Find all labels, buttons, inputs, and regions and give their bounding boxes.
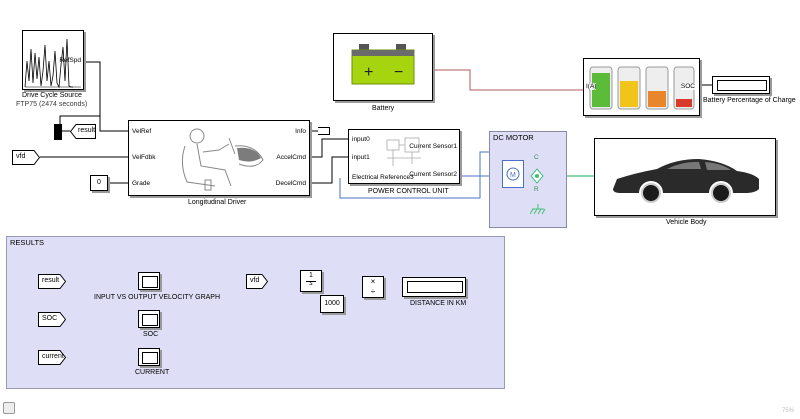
driver-seat-icon — [181, 128, 264, 191]
svg-text:M: M — [510, 172, 516, 179]
info-terminator[interactable] — [318, 127, 330, 135]
integrator-block[interactable]: 1 s — [300, 270, 322, 292]
dc-motor-area[interactable]: DC MOTOR M C R — [489, 131, 567, 228]
from-current-tag[interactable]: current — [38, 350, 66, 365]
battery-icon: + − — [351, 44, 415, 85]
pcu-port-current-sensor2: Current Sensor2 — [409, 171, 457, 178]
battery-minus: − — [394, 64, 403, 81]
driver-port-accelcmd: AccelCmd — [276, 154, 306, 161]
battery-percentage-display[interactable] — [712, 76, 770, 94]
battery-title: Battery — [372, 105, 395, 112]
from-shape-icon — [38, 312, 66, 327]
simulink-status-icon[interactable] — [3, 402, 15, 414]
pcu-port-current-sensor1: Current Sensor1 — [409, 143, 457, 150]
from-soc-tag[interactable]: SOC — [38, 312, 66, 327]
drive-cycle-source-block[interactable]: RefSpd — [22, 30, 84, 90]
drive-cycle-name: FTP75 — [16, 101, 38, 108]
gauge-port-current: I(A) — [586, 83, 597, 90]
battery-gauge-icon — [589, 66, 695, 110]
results-title: RESULTS — [10, 238, 45, 247]
driver-port-velref: VelRef — [132, 128, 152, 135]
from-current-label: current — [42, 353, 64, 360]
pcu-port-input0: input0 — [352, 136, 370, 143]
integrator-numerator: 1 — [309, 272, 313, 279]
grade-constant-block[interactable]: 0 — [90, 175, 108, 191]
pcu-port-input1: input1 — [352, 154, 370, 161]
scope-screen-icon — [142, 352, 158, 364]
divide-block[interactable]: × ÷ — [362, 276, 384, 298]
from-result-tag[interactable]: result — [38, 274, 66, 289]
battery-percentage-label: Battery Percentage of Charge — [703, 97, 796, 104]
vfd-from-tag[interactable]: vfd — [12, 150, 40, 165]
driver-title: Longitudinal Driver — [188, 199, 247, 206]
pcu-port-electrical-reference: Electrical Reference3 — [352, 174, 414, 181]
battery-plus: + — [364, 64, 373, 81]
gain-constant-block[interactable]: 1000 — [320, 295, 344, 313]
current-scope[interactable] — [138, 348, 160, 366]
results-area[interactable]: RESULTS — [6, 236, 505, 389]
integrator-denominator: s — [309, 280, 313, 287]
scope-screen-icon — [142, 276, 158, 288]
goto-shape-icon — [70, 124, 96, 139]
from-vfd-tag[interactable]: vfd — [246, 274, 268, 289]
divide-times-symbol: × — [370, 277, 376, 286]
drive-cycle-duration: (2474 seconds) — [38, 101, 88, 108]
longitudinal-driver-block[interactable]: VelRef VelFdbk Grade Info AccelCmd Decel… — [128, 120, 310, 196]
distance-readout — [407, 281, 463, 293]
from-shape-icon — [38, 350, 66, 365]
battery-gauge-block[interactable]: I(A) SOC — [583, 58, 700, 116]
vehicle-body-block[interactable] — [594, 138, 776, 216]
battery-block[interactable]: + − — [333, 33, 433, 101]
mux-block[interactable] — [54, 124, 62, 140]
grade-constant-value: 0 — [97, 179, 101, 186]
drive-cycle-title: Drive Cycle Source — [22, 92, 82, 99]
rotational-sensor-icon — [530, 168, 544, 184]
dc-motor-title: DC MOTOR — [493, 133, 534, 142]
motor-port-r: R — [534, 186, 539, 193]
scope-screen-icon — [142, 314, 158, 326]
gain-value: 1000 — [324, 300, 340, 307]
gauge-port-soc: SOC — [680, 83, 695, 90]
from-result-label: result — [42, 277, 60, 284]
from-soc-label: SOC — [42, 315, 58, 322]
goto-result-tag[interactable]: result — [70, 124, 96, 139]
distance-display-label: DISTANCE IN KM — [410, 300, 467, 307]
from-shape-icon — [246, 274, 268, 289]
drive-cycle-waveform-icon — [24, 38, 81, 89]
from-vfd-label: vfd — [250, 277, 260, 284]
from-shape-icon — [38, 274, 66, 289]
current-scope-label: CURRENT — [135, 369, 170, 376]
vehicle-body-title: Vehicle Body — [666, 219, 707, 226]
driver-port-velfdbk: VelFdbk — [132, 154, 156, 161]
dc-motor-block[interactable]: M — [502, 160, 524, 188]
pcu-title: POWER CONTROL UNIT — [368, 188, 449, 195]
power-control-unit-block[interactable]: input0 input1 Current Sensor1 Current Se… — [348, 129, 460, 184]
soc-scope-label: SOC — [143, 331, 159, 338]
motor-icon: M — [506, 167, 520, 181]
motor-port-c: C — [534, 154, 539, 161]
divide-div-symbol: ÷ — [370, 287, 376, 296]
battery-percentage-readout — [717, 80, 767, 91]
car-icon — [613, 159, 759, 203]
drive-cycle-port-refspd: RefSpd — [59, 57, 81, 64]
pcu-circuit-icon — [386, 137, 421, 166]
driver-port-grade: Grade — [132, 180, 151, 187]
soc-scope[interactable] — [138, 310, 160, 328]
drive-cycle-subtitle: FTP75 (2474 seconds) — [16, 101, 87, 108]
mechanical-ground-icon — [530, 204, 546, 215]
vfd-label: vfd — [16, 153, 26, 160]
zoom-level: 75% — [781, 408, 794, 414]
velocity-scope[interactable] — [138, 272, 160, 290]
goto-result-label: result — [78, 127, 96, 134]
from-shape-icon — [12, 150, 40, 165]
velocity-scope-label: INPUT VS OUTPUT VELOCITY GRAPH — [94, 294, 221, 301]
driver-port-info: Info — [295, 128, 306, 135]
fraction-line — [306, 281, 316, 282]
driver-port-decelcmd: DecelCmd — [275, 180, 306, 187]
motion-sensor-block[interactable] — [530, 168, 544, 186]
distance-display[interactable] — [402, 277, 466, 297]
